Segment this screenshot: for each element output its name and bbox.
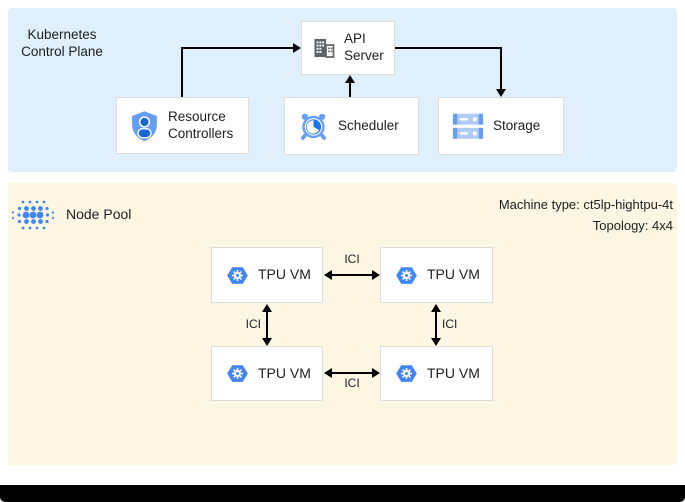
arrow-segment: [181, 47, 293, 49]
arrow-segment: [332, 372, 372, 374]
arrowhead-down-icon: [496, 89, 506, 97]
gke-hexagon-icon: [395, 363, 418, 384]
arrow-segment: [181, 48, 183, 97]
arrow-segment: [500, 47, 502, 90]
arrowhead-left-icon: [324, 368, 332, 378]
arrowhead-up-icon: [345, 75, 355, 83]
tpu-vm-node-top-left: TPU VM: [211, 247, 323, 303]
arrowhead-right-icon: [372, 368, 380, 378]
scheduler-label: Scheduler: [338, 117, 399, 133]
arrowhead-down-icon: [431, 338, 441, 346]
ici-label: ICI: [245, 317, 261, 331]
scheduler-node: Scheduler: [284, 97, 419, 155]
arrow-segment: [266, 311, 268, 339]
node-pool-panel: [8, 183, 677, 465]
storage-stack-icon: [452, 113, 484, 140]
ici-label: ICI: [442, 317, 458, 331]
arrowhead-up-icon: [431, 304, 441, 312]
shield-user-icon: [130, 110, 159, 142]
tpu-vm-node-bottom-left: TPU VM: [211, 346, 323, 401]
node-pool-meta: Machine type: ct5lp-hightpu-4t Topology:…: [499, 195, 673, 237]
alarm-clock-icon: [298, 111, 329, 142]
arrow-segment: [332, 274, 372, 276]
window-bottom-bar: [0, 485, 685, 502]
control-plane-title: Kubernetes Control Plane: [21, 27, 103, 60]
dot-cluster-icon: [10, 192, 56, 238]
gke-hexagon-icon: [226, 363, 249, 384]
api-server-node: API Server: [301, 21, 395, 75]
ici-label: ICI: [344, 376, 360, 390]
gke-hexagon-icon: [226, 265, 249, 286]
tpu-vm-label: TPU VM: [427, 266, 480, 283]
tpu-vm-label: TPU VM: [258, 266, 311, 283]
gke-hexagon-icon: [395, 265, 418, 286]
storage-node: Storage: [438, 97, 564, 155]
tpu-vm-node-top-right: TPU VM: [380, 247, 493, 303]
resource-controllers-label: Resource Controllers: [168, 108, 234, 141]
arrow-segment: [395, 47, 502, 49]
building-icon: [312, 36, 336, 60]
arrow-segment: [435, 311, 437, 339]
tpu-vm-node-bottom-right: TPU VM: [380, 346, 493, 401]
resource-controllers-node: Resource Controllers: [116, 97, 249, 154]
machine-type-text: Machine type: ct5lp-hightpu-4t: [498, 197, 673, 212]
arrowhead-right-icon: [293, 43, 301, 53]
arrowhead-up-icon: [262, 304, 272, 312]
tpu-vm-label: TPU VM: [258, 364, 311, 381]
topology-text: Topology: 4x4: [592, 217, 673, 233]
api-server-label: API Server: [344, 31, 384, 63]
storage-label: Storage: [493, 117, 541, 133]
ici-label: ICI: [344, 252, 360, 266]
arrow-segment: [349, 82, 351, 97]
node-pool-title: Node Pool: [66, 206, 132, 222]
tpu-vm-label: TPU VM: [427, 364, 480, 381]
arrowhead-right-icon: [372, 270, 380, 280]
arrowhead-down-icon: [262, 338, 272, 346]
arrowhead-left-icon: [324, 270, 332, 280]
